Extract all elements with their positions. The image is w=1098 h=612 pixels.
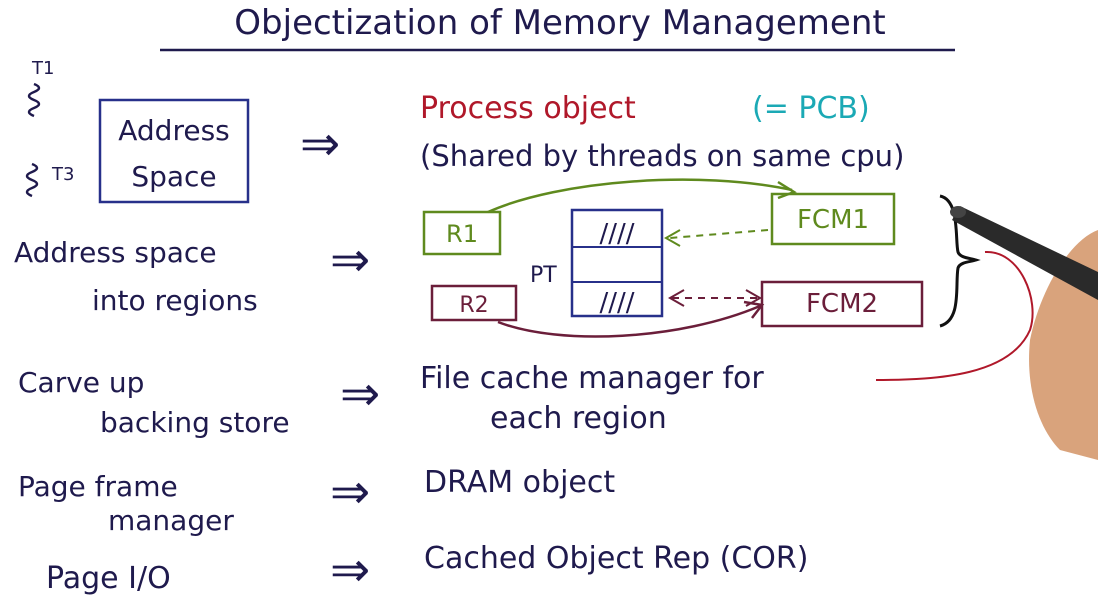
fcm2-label: FCM2 <box>806 289 878 319</box>
address-space-regions-line2: into regions <box>92 284 258 317</box>
process-object-text: Process object <box>420 91 636 126</box>
address-space-label-line1: Address <box>118 114 230 147</box>
thread-squiggle-1 <box>27 82 41 118</box>
fcm1-to-pt-dashed-arrow <box>669 229 769 239</box>
fcm1-to-pt-arrowhead <box>663 229 681 247</box>
page-frame-manager-line1: Page frame <box>18 470 178 503</box>
implies-arrow-1: ⇒ <box>300 116 340 172</box>
implies-arrow-5: ⇒ <box>330 542 370 598</box>
region-r2-label: R2 <box>459 293 488 318</box>
page-io-text: Page I/O <box>46 561 171 596</box>
dram-object-text: DRAM object <box>424 465 615 500</box>
r1-to-fcm1-arrow <box>487 178 793 214</box>
address-space-label-line2: Space <box>131 160 216 193</box>
thread-squiggle-3 <box>25 162 39 198</box>
region-r1-label: R1 <box>446 220 478 248</box>
implies-arrow-4: ⇒ <box>330 464 370 520</box>
r2-to-fcm2-arrow <box>497 304 761 338</box>
page-title: Objectization of Memory Management <box>234 3 885 43</box>
fcm2-to-pt-arrowhead-right <box>745 289 763 307</box>
page-table-hatch-2: //// <box>599 288 634 318</box>
region-r1-box <box>422 210 502 256</box>
thread-label-t3: T3 <box>51 164 74 185</box>
carve-up-line1: Carve up <box>18 366 144 399</box>
implies-arrow-3: ⇒ <box>340 366 380 422</box>
implies-arrow-2: ⇒ <box>330 232 370 288</box>
address-space-regions-line1: Address space <box>14 236 217 269</box>
pen-icon <box>952 206 1098 300</box>
carve-up-line2: backing store <box>100 406 290 439</box>
fcm1-box <box>770 192 896 246</box>
address-space-box <box>98 98 250 204</box>
fcm-group-brace <box>939 194 981 328</box>
page-frame-manager-line2: manager <box>108 504 234 537</box>
fcm1-label: FCM1 <box>797 205 869 235</box>
cached-object-rep-text: Cached Object Rep (COR) <box>424 541 808 576</box>
r1-to-fcm1-arrowhead <box>777 180 797 200</box>
page-table-label: PT <box>530 263 557 288</box>
shared-by-threads-text: (Shared by threads on same cpu) <box>420 139 904 173</box>
brace-to-fcm-text-connector <box>875 250 1034 381</box>
file-cache-manager-line2: each region <box>490 401 667 436</box>
file-cache-manager-line1: File cache manager for <box>420 361 764 396</box>
pen-tip-icon <box>950 206 966 218</box>
thread-label-t1: T1 <box>31 58 54 79</box>
page-table <box>570 208 664 318</box>
fcm2-to-pt-arrowhead-left <box>667 289 685 307</box>
region-r2-box <box>430 284 518 322</box>
page-table-hatch-1: //// <box>599 219 634 249</box>
pcb-text: (= PCB) <box>752 91 870 126</box>
